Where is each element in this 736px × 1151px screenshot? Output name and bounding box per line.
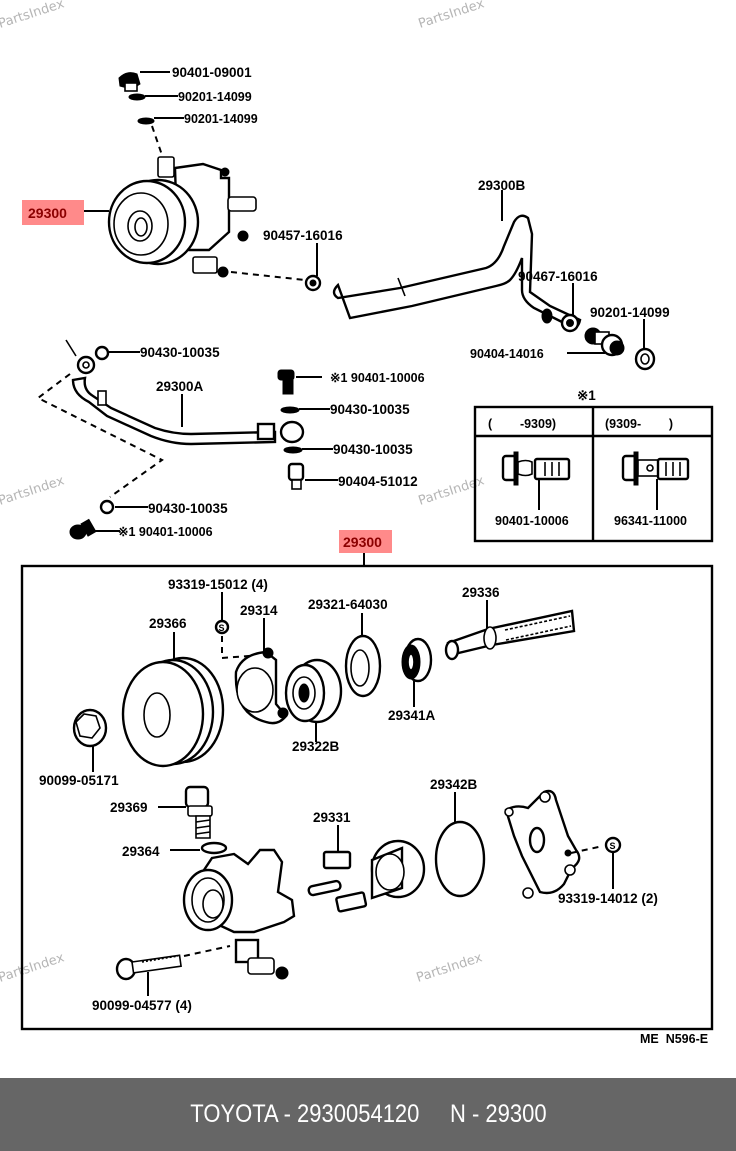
bolt-note-1[interactable] <box>277 369 295 395</box>
union-bolt[interactable] <box>584 327 625 357</box>
label-union-bolt[interactable]: 90404-14016 <box>470 347 544 361</box>
footer-part-info: TOYOTA - 2930054120 N - 29300 <box>189 1100 547 1128</box>
label-pump-assembly-upper[interactable]: 29300 <box>28 205 67 221</box>
shaft[interactable] <box>444 609 576 661</box>
label-gasket-right[interactable]: 90201-14099 <box>590 305 670 320</box>
svg-text:S: S <box>610 841 616 851</box>
bolt-old-icon <box>501 451 571 486</box>
label-screw-4[interactable]: 93319-15012 (4) <box>168 577 268 592</box>
label-washer-top-left[interactable]: 90430-10035 <box>140 345 220 360</box>
watermark: PartsIndex <box>417 0 487 32</box>
label-pipe-a[interactable]: 29300A <box>156 379 204 394</box>
gasket-2 <box>137 117 155 125</box>
label-washer-bottom-left[interactable]: 90430-10035 <box>148 501 228 516</box>
note-part-new[interactable]: 96341-11000 <box>614 514 687 528</box>
label-valve[interactable]: 29369 <box>110 800 148 815</box>
pulley[interactable] <box>121 656 225 768</box>
watermark: PartsIndex <box>0 473 66 508</box>
diagram-code: ME N596-E <box>640 1032 708 1046</box>
label-cap-bolt[interactable]: 90401-09001 <box>172 65 252 80</box>
svg-text:S: S <box>219 623 225 633</box>
label-shaft[interactable]: 29336 <box>462 585 500 600</box>
label-oil-seal[interactable]: 29341A <box>388 708 436 723</box>
footer-bar: TOYOTA - 2930054120 N - 29300 <box>0 1078 736 1151</box>
parts-diagram: PartsIndex PartsIndex PartsIndex PartsIn… <box>0 0 714 1046</box>
watermark: PartsIndex <box>0 950 66 985</box>
pump-bolt-4[interactable] <box>115 954 182 981</box>
o-ring-small[interactable] <box>200 841 228 855</box>
label-assembly[interactable]: 29300 <box>343 534 382 550</box>
label-nut[interactable]: 90099-05171 <box>39 773 119 788</box>
hose-clamp-right[interactable] <box>560 313 580 333</box>
washer-right-1 <box>280 406 300 414</box>
note-part-old[interactable]: 90401-10006 <box>495 514 569 528</box>
watermarks: PartsIndex PartsIndex PartsIndex PartsIn… <box>0 0 486 986</box>
label-vane[interactable]: 29331 <box>313 810 351 825</box>
flange-nut[interactable] <box>72 708 108 748</box>
gasket-right[interactable] <box>634 347 656 371</box>
watermark: PartsIndex <box>0 0 66 32</box>
highlight-box <box>339 530 392 553</box>
label-bolt-note-2[interactable]: ※1 90401-10006 <box>118 525 213 539</box>
label-washer-seal[interactable]: 29321-64030 <box>308 597 388 612</box>
cam-ring[interactable] <box>370 839 426 900</box>
watermark: PartsIndex <box>415 950 485 985</box>
note-range-new: (9309- ) <box>605 417 673 431</box>
label-pump-bolt[interactable]: 90099-04577 (4) <box>92 998 192 1013</box>
oil-seal[interactable] <box>401 637 433 683</box>
label-union-fitting[interactable]: 90404-51012 <box>338 474 418 489</box>
label-bearing[interactable]: 29322B <box>292 739 340 754</box>
hose-clamp-left[interactable] <box>304 274 322 292</box>
highlight-box <box>22 200 84 225</box>
cap-bolt[interactable] <box>118 72 141 92</box>
bearing[interactable] <box>284 658 343 724</box>
label-clamp-left[interactable]: 90457-16016 <box>263 228 343 243</box>
vanes[interactable] <box>307 850 368 913</box>
plate[interactable] <box>234 647 289 725</box>
label-washer-right-2[interactable]: 90430-10035 <box>333 442 413 457</box>
washer-bottom-left[interactable] <box>99 499 115 515</box>
washer-seal[interactable] <box>344 634 382 698</box>
assembly-frame <box>20 564 714 1031</box>
label-pulley[interactable]: 29366 <box>149 616 187 631</box>
label-hose-b[interactable]: 29300B <box>478 178 526 193</box>
washer-top-left[interactable] <box>94 345 110 361</box>
label-gasket-2[interactable]: 90201-14099 <box>184 112 258 126</box>
note-table-title: ※1 <box>577 388 596 403</box>
label-o-ring-small[interactable]: 29364 <box>122 844 160 859</box>
note-range-old: ( -9309) <box>488 417 556 431</box>
label-o-ring-large[interactable]: 29342B <box>430 777 478 792</box>
pump-body[interactable] <box>182 848 296 980</box>
hose-end <box>541 308 553 324</box>
gasket-1 <box>128 93 146 101</box>
label-washer-right-1[interactable]: 90430-10035 <box>330 402 410 417</box>
washer-right-2 <box>283 446 303 454</box>
label-screw-2[interactable]: 93319-14012 (2) <box>558 891 658 906</box>
union-fitting[interactable] <box>287 462 305 490</box>
screw-2[interactable]: S <box>604 836 622 854</box>
label-bolt-note-1[interactable]: ※1 90401-10006 <box>330 371 425 385</box>
label-plate[interactable]: 29314 <box>240 603 278 618</box>
bolt-note-2[interactable] <box>69 518 97 540</box>
pump-assembly-upper[interactable] <box>107 156 257 278</box>
label-clamp-right[interactable]: 90467-16016 <box>518 269 598 284</box>
screw-4[interactable]: S <box>214 619 230 635</box>
o-ring-large[interactable] <box>434 820 486 898</box>
label-gasket-1[interactable]: 90201-14099 <box>178 90 252 104</box>
bolt-new-icon <box>621 451 690 486</box>
rear-cover[interactable] <box>504 789 581 899</box>
note-table: ※1 ( -9309) (9309- ) 90401-10006 <box>473 388 714 543</box>
flow-control-valve[interactable] <box>184 785 213 839</box>
pressure-pipe-a[interactable] <box>65 339 305 446</box>
